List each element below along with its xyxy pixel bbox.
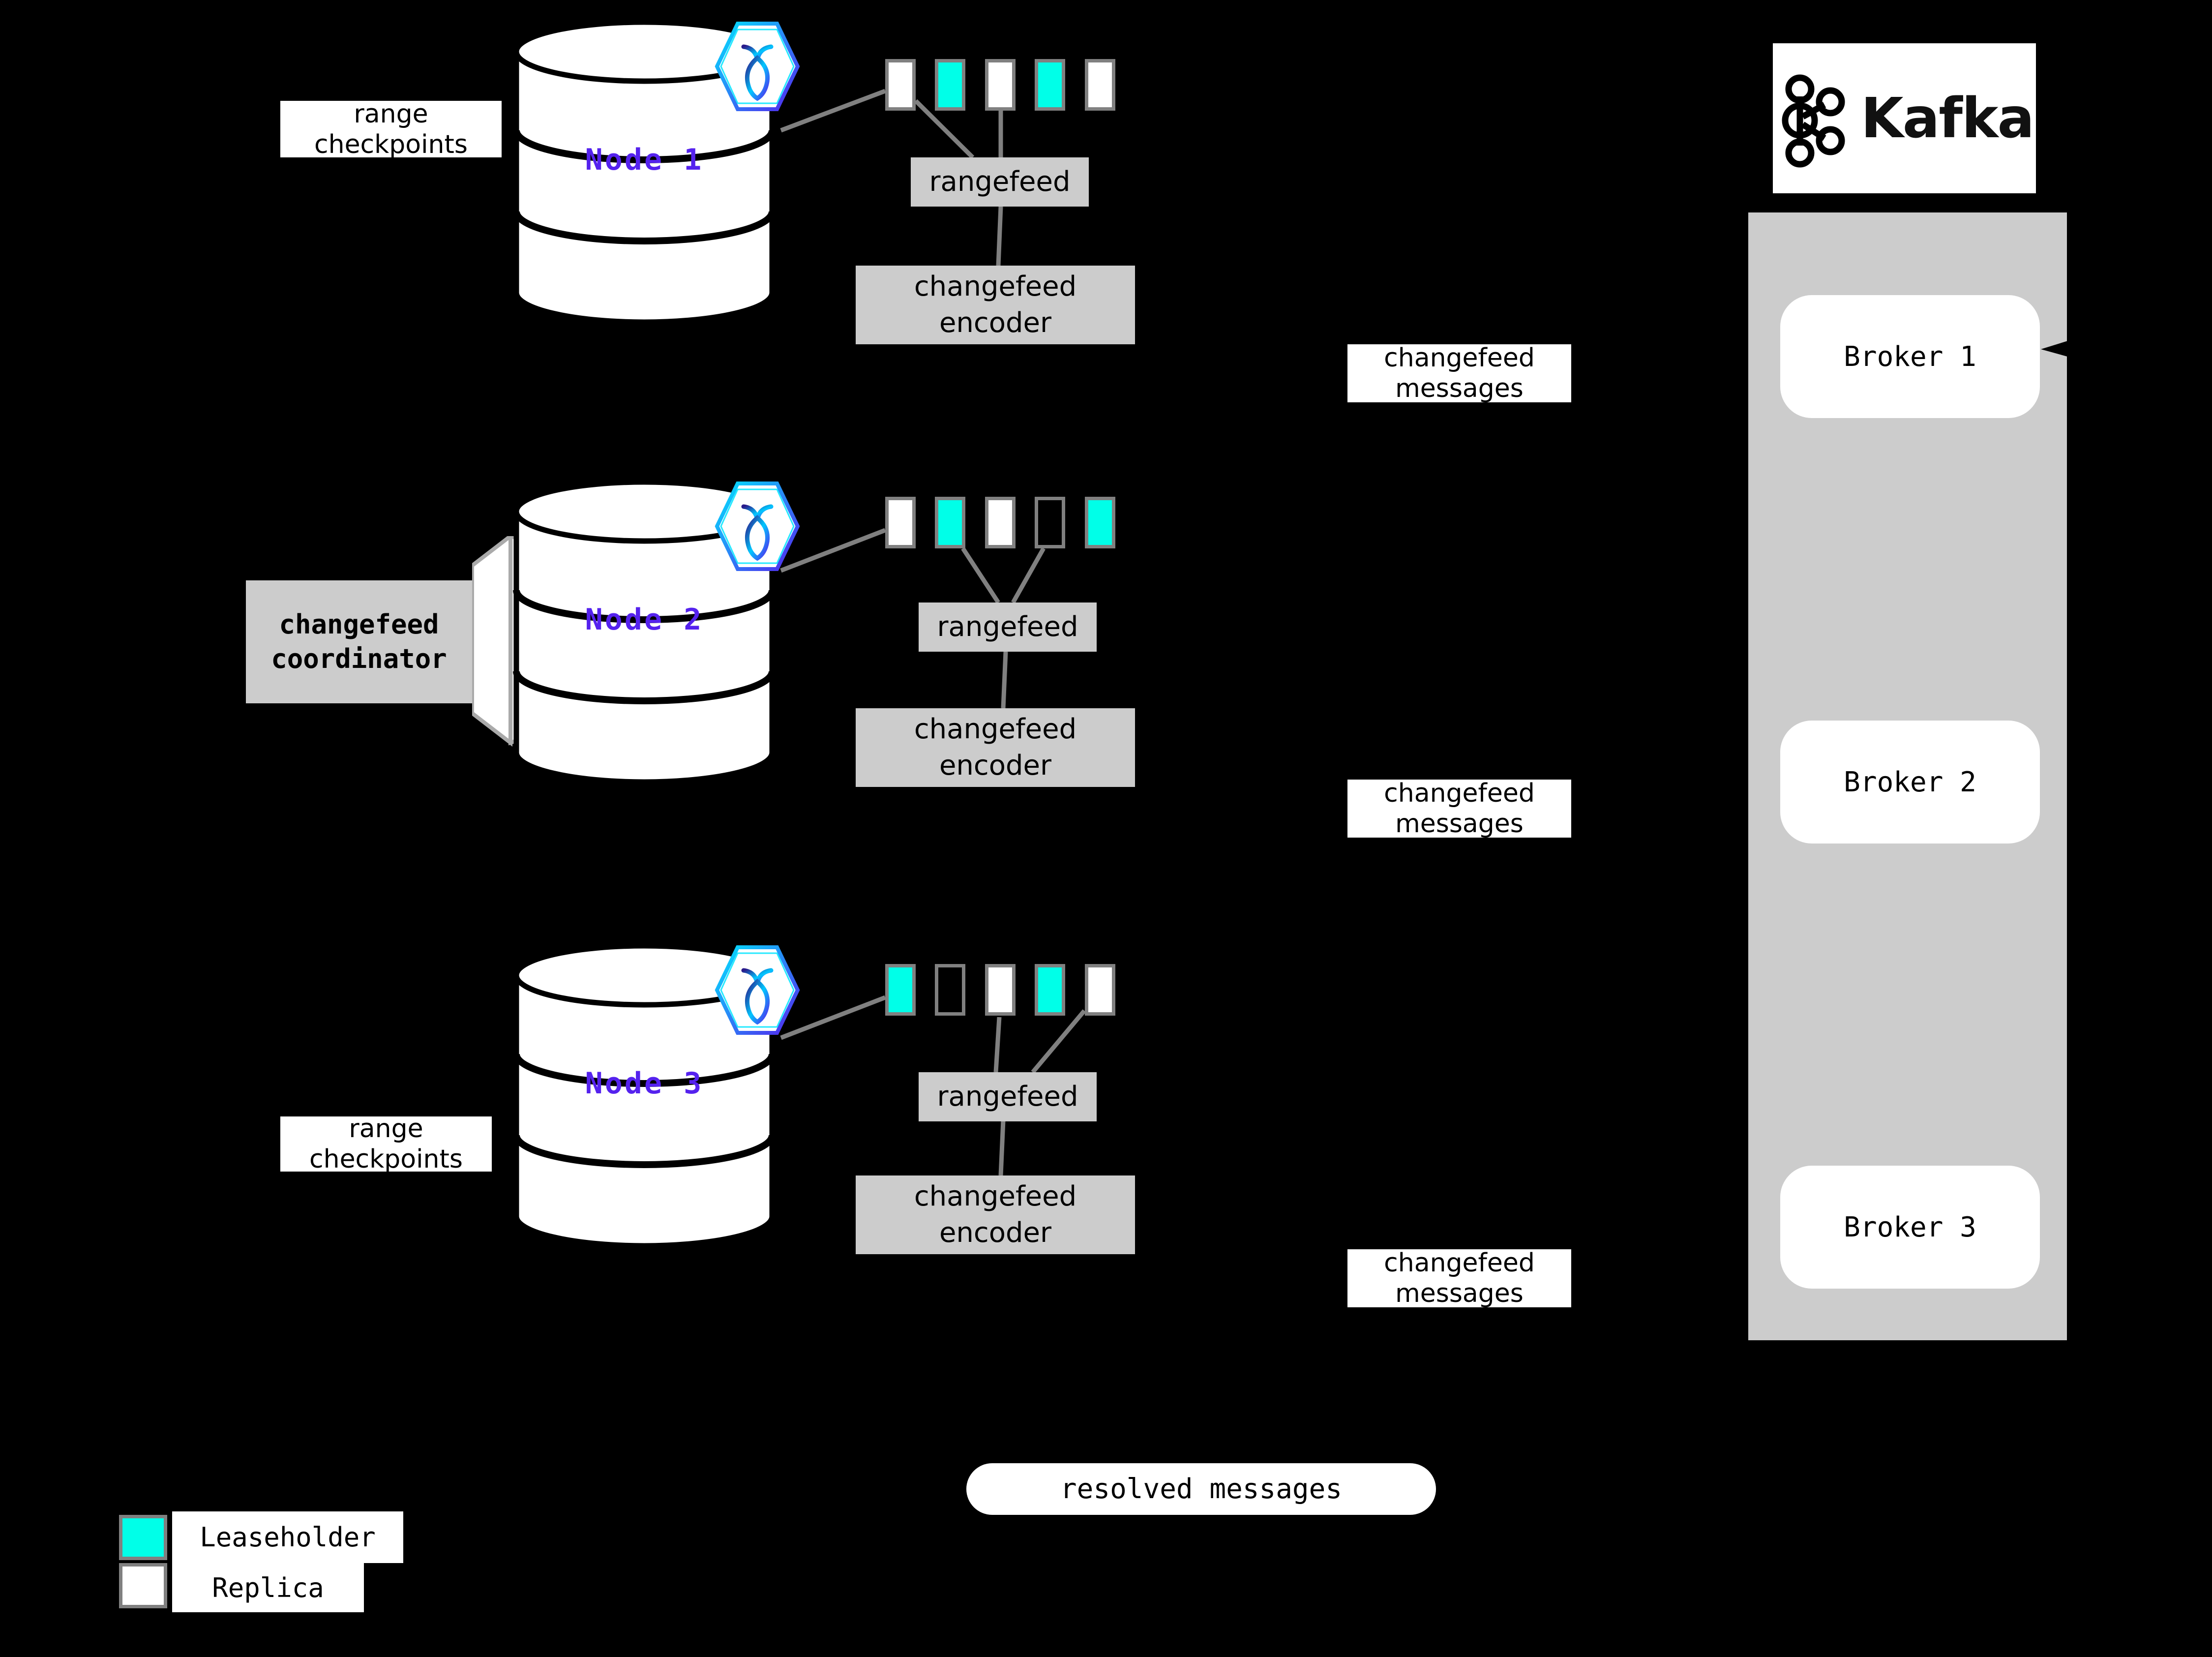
range-box[interactable] [1035,59,1065,111]
legend-label-leaseholder: Leaseholder [172,1511,403,1563]
changefeed-messages-text: changefeed messages [1384,779,1535,839]
resolved-messages-pill[interactable]: resolved messages [966,1463,1436,1515]
node-cylinder-node2[interactable]: Node 2 [511,480,777,784]
cockroachdb-hexagon-icon [713,20,802,115]
changefeed-messages-text: changefeed messages [1384,343,1535,403]
range-box[interactable] [985,59,1016,111]
rangefeed-box-node3[interactable]: rangefeed [919,1072,1097,1121]
broker-label: Broker 1 [1844,340,1976,373]
changefeed-encoder-label: changefeed encoder [914,271,1077,339]
range-box[interactable] [885,497,916,548]
rangefeed-box-node1[interactable]: rangefeed [911,157,1089,207]
changefeed-encoder-box-node3[interactable]: changefeed encoder [856,1175,1135,1254]
rangefeed-label: rangefeed [937,611,1078,643]
kafka-wordmark: Kafka [1860,86,2034,151]
node-label-node3: Node 3 [585,1066,704,1101]
changefeed-coordinator-box[interactable]: changefeed coordinator [246,580,472,703]
range-checkpoints-label-node3: range checkpoints [280,1114,492,1174]
range-box[interactable] [885,964,916,1016]
rangefeed-box-node2[interactable]: rangefeed [919,603,1097,652]
broker-box-1[interactable]: Broker 1 [1780,295,2040,418]
range-box[interactable] [1085,59,1115,111]
changefeed-encoder-label: changefeed encoder [914,1180,1077,1249]
kafka-inbound-arrowheads [2041,340,2069,357]
changefeed-encoder-label: changefeed encoder [914,713,1077,782]
changefeed-encoder-box-node1[interactable]: changefeed encoder [856,266,1135,344]
changefeed-coordinator-label: changefeed coordinator [271,609,447,674]
broker-box-3[interactable]: Broker 3 [1780,1166,2040,1289]
changefeed-encoder-box-node2[interactable]: changefeed encoder [856,708,1135,787]
node-cylinder-node1[interactable]: Node 1 [511,20,777,325]
changefeed-messages-text: changefeed messages [1384,1248,1535,1308]
resolved-messages-label: resolved messages [1060,1473,1343,1505]
range-box[interactable] [985,497,1016,548]
node-label-node1: Node 1 [585,143,704,177]
range-checkpoints-text: range checkpoints [309,1114,463,1174]
range-checkpoints-label-node1: range checkpoints [280,99,502,159]
kafka-logo-box: Kafka [1773,43,2036,193]
range-box[interactable] [985,964,1016,1016]
rangefeed-label: rangefeed [937,1081,1078,1113]
legend-swatch-replica [119,1563,167,1608]
node-label-node2: Node 2 [585,603,704,637]
broker-label: Broker 3 [1844,1211,1976,1243]
changefeed-messages-label-2: changefeed messages [1347,779,1571,839]
kafka-logo-icon [1775,69,1849,168]
range-box[interactable] [1035,497,1065,548]
legend-swatch-leaseholder [119,1515,167,1560]
legend-text: Replica [212,1572,324,1603]
range-box[interactable] [935,497,965,548]
range-box[interactable] [1085,497,1115,548]
node-cylinder-node3[interactable]: Node 3 [511,943,777,1248]
changefeed-messages-label-1: changefeed messages [1347,343,1571,403]
range-checkpoints-text: range checkpoints [314,99,468,159]
legend-label-replica: Replica [172,1563,364,1612]
rangefeed-label: rangefeed [929,166,1071,198]
range-box[interactable] [935,964,965,1016]
changefeed-messages-label-3: changefeed messages [1347,1248,1571,1308]
legend-text: Leaseholder [200,1522,376,1553]
range-box[interactable] [1035,964,1065,1016]
cockroachdb-hexagon-icon [713,480,802,575]
range-box[interactable] [1085,964,1115,1016]
range-box[interactable] [885,59,916,111]
cockroachdb-hexagon-icon [713,943,802,1039]
broker-box-2[interactable]: Broker 2 [1780,721,2040,844]
broker-label: Broker 2 [1844,766,1976,798]
